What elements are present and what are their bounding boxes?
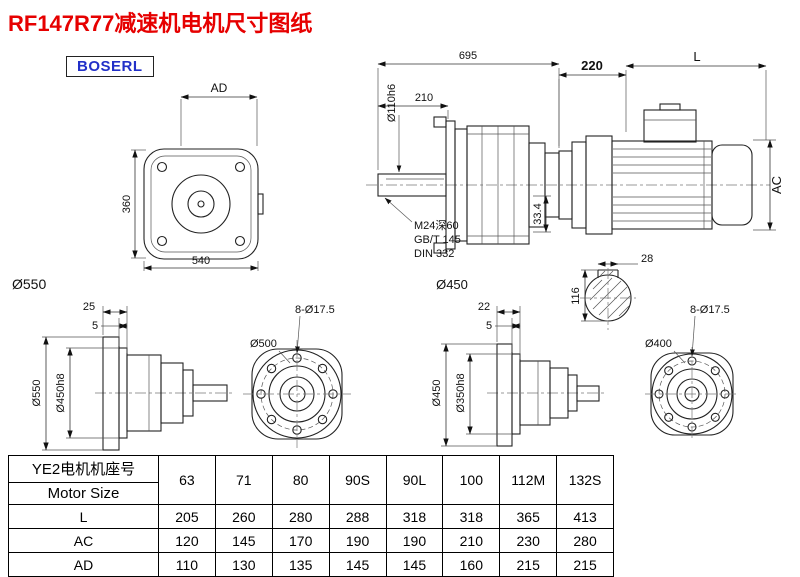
label-od-500: Ø500: [250, 338, 277, 350]
col-header-80: 80: [271, 455, 330, 505]
table-cell: 120: [158, 528, 216, 553]
dim-116: 116: [570, 287, 582, 305]
dim-od-550: Ø550: [31, 380, 43, 407]
table-header-row: YE2电机机座号 Motor Size 63 71 80 90S 90L 100…: [8, 455, 614, 505]
table-cell: 260: [214, 504, 273, 529]
dim-AC: AC: [769, 176, 784, 194]
tap-callout-line2: GB/T 145: [414, 234, 461, 246]
label-flange-od: Ø450: [436, 277, 468, 292]
dim-5a: 5: [92, 320, 98, 332]
dim-spigot-450h8: Ø450h8: [55, 373, 67, 412]
dim-210: 210: [415, 92, 433, 104]
col-header-90s: 90S: [328, 455, 387, 505]
dim-360: 360: [121, 195, 133, 213]
table-cell: 190: [385, 528, 444, 553]
tap-callout-line1: M24深60: [414, 219, 459, 232]
motor-side-view: 220 L AC 28 116: [558, 49, 784, 330]
col-header-132s: 132S: [556, 455, 614, 505]
table-row-AD: AD 110 130 135 145 145 160 215 215: [8, 552, 614, 577]
row-label-AC: AC: [8, 528, 159, 553]
label-holes-2: 8-Ø17.5: [690, 304, 730, 316]
dim-spigot-350h8: Ø350h8: [455, 373, 467, 412]
motor-size-table: YE2电机机座号 Motor Size 63 71 80 90S 90L 100…: [8, 455, 614, 577]
table-cell: 288: [328, 504, 387, 529]
gearbox-front-view: AD 360 540 Ø550: [12, 81, 264, 292]
page-title: RF147R77减速机电机尺寸图纸: [8, 11, 313, 36]
row-label-L: L: [8, 504, 159, 529]
dim-540: 540: [192, 255, 210, 267]
table-cell: 145: [385, 552, 444, 577]
table-cell: 318: [442, 504, 501, 529]
dim-5b: 5: [486, 320, 492, 332]
table-cell: 280: [556, 528, 614, 553]
table-cell: 318: [385, 504, 444, 529]
table-cell: 280: [271, 504, 330, 529]
flange-front-view-2: 8-Ø17.5 Ø400: [645, 304, 739, 441]
table-cell: 135: [271, 552, 330, 577]
table-cell: 365: [499, 504, 558, 529]
dim-25: 25: [83, 301, 95, 313]
table-cell: 215: [499, 552, 558, 577]
table-header-motor-size: YE2电机机座号 Motor Size: [8, 455, 159, 505]
dim-22: 22: [478, 301, 490, 313]
table-cell: 145: [328, 552, 387, 577]
table-header-cn: YE2电机机座号: [9, 456, 158, 483]
table-cell: 205: [158, 504, 216, 529]
table-row-L: L 205 260 280 288 318 318 365 413: [8, 504, 614, 529]
col-header-100: 100: [442, 455, 501, 505]
dim-ad: AD: [211, 81, 228, 95]
col-header-112m: 112M: [499, 455, 558, 505]
label-holes-1: 8-Ø17.5: [295, 304, 335, 316]
label-front-od: Ø550: [12, 276, 46, 292]
technical-drawing: AD 360 540 Ø550 695 210 Ø110h6: [12, 49, 784, 451]
table-cell: 230: [499, 528, 558, 553]
brand-logo: BOSERL: [66, 56, 154, 77]
table-cell: 145: [214, 528, 273, 553]
dim-28: 28: [641, 253, 653, 265]
table-cell: 210: [442, 528, 501, 553]
flange-side-view-2: 22 5 Ø450 Ø350h8: [431, 301, 604, 447]
dim-220: 220: [581, 58, 603, 73]
table-cell: 413: [556, 504, 614, 529]
gearbox-side-view: 695 210 Ø110h6 M24深60 GB/T 145 DIN 332 3…: [366, 50, 770, 292]
tap-callout-line3: DIN 332: [414, 248, 454, 260]
col-header-71: 71: [214, 455, 273, 505]
table-cell: 215: [556, 552, 614, 577]
dim-L: L: [693, 49, 700, 64]
flange-front-view-1: 8-Ø17.5 Ø500: [243, 304, 351, 448]
table-cell: 130: [214, 552, 273, 577]
label-od-400: Ø400: [645, 338, 672, 350]
col-header-63: 63: [158, 455, 216, 505]
table-cell: 110: [158, 552, 216, 577]
dim-33-4: 33.4: [532, 203, 544, 224]
dim-od-450: Ø450: [431, 380, 443, 407]
table-cell: 190: [328, 528, 387, 553]
col-header-90l: 90L: [385, 455, 444, 505]
table-row-AC: AC 120 145 170 190 190 210 230 280: [8, 528, 614, 553]
row-label-AD: AD: [8, 552, 159, 577]
table-header-en: Motor Size: [47, 485, 120, 502]
table-cell: 170: [271, 528, 330, 553]
flange-side-view-1: 25 5 Ø550 Ø450h8: [31, 301, 235, 451]
table-cell: 160: [442, 552, 501, 577]
dim-shaft-dia: Ø110h6: [386, 84, 398, 122]
dim-695: 695: [459, 50, 477, 62]
